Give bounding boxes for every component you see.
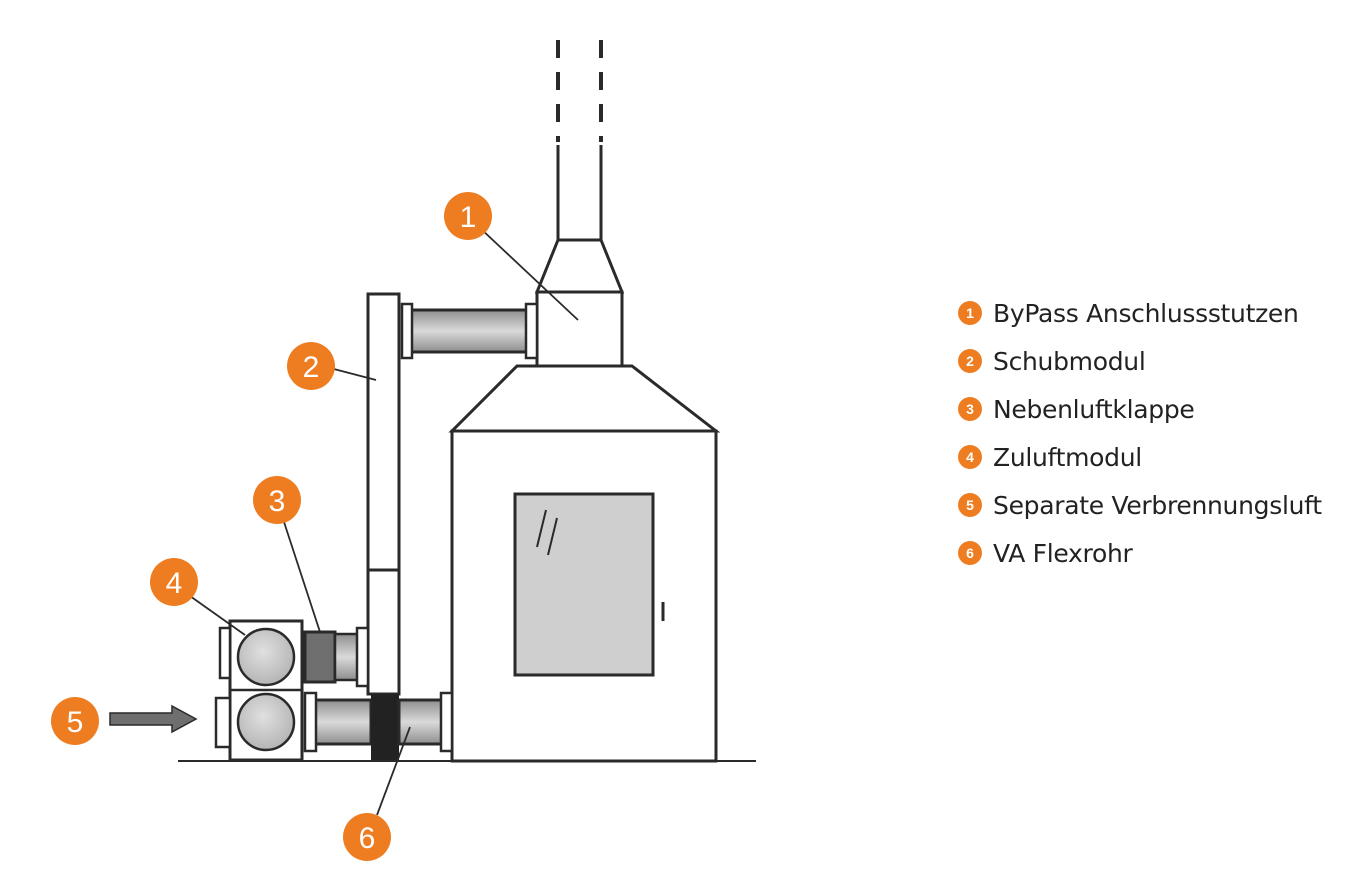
legend-marker-1: 1 [958, 301, 982, 325]
chimney-pipe [556, 145, 603, 240]
legend: 1 ByPass Anschlussstutzen 2 Schubmodul 3… [958, 289, 1322, 577]
bypass-pipe-collar-left [400, 302, 414, 360]
legend-item-5: 5 Separate Verbrennungsluft [958, 481, 1322, 529]
callout-number-2: 2 [303, 351, 320, 384]
legend-item-3: 3 Nebenluftklappe [958, 385, 1322, 433]
air-inflow-arrow [109, 704, 198, 734]
bypass-pipe-collar-right [524, 302, 539, 360]
window-glare [536, 509, 558, 556]
stove-hood [448, 364, 721, 433]
legend-item-2: 2 Schubmodul [958, 337, 1322, 385]
lower-pipe-collar-right [439, 691, 454, 753]
legend-label-5: Separate Verbrennungsluft [993, 490, 1322, 520]
flex-pipe-band-2 [385, 694, 399, 760]
legend-label-4: Zuluftmodul [993, 442, 1142, 472]
leader-line-3 [283, 521, 321, 633]
legend-item-6: 6 VA Flexrohr [958, 529, 1322, 577]
callout-number-1: 1 [460, 201, 477, 234]
bypass-pipe [407, 308, 531, 354]
legend-label-2: Schubmodul [993, 346, 1146, 376]
callout-3: 3 [253, 476, 301, 524]
lower-pipe-collar-left [303, 691, 318, 753]
legend-label-6: VA Flexrohr [993, 538, 1133, 568]
module-side-flap-lower [214, 696, 232, 749]
flap-pipe [333, 632, 361, 682]
stove-window [513, 492, 655, 677]
callout-5: 5 [51, 697, 99, 745]
callout-circle-1 [444, 192, 492, 240]
leader-line-6 [376, 726, 411, 816]
leader-lines [189, 227, 579, 816]
legend-item-4: 4 Zuluftmodul [958, 433, 1322, 481]
push-module-column [366, 292, 401, 696]
leader-line-4 [189, 595, 246, 636]
callout-circle-5 [51, 697, 99, 745]
module-side-flap-upper [218, 626, 232, 680]
flap-pipe-collar [355, 626, 370, 688]
fan-lower [236, 692, 296, 752]
legend-marker-4: 4 [958, 445, 982, 469]
callout-circle-3 [253, 476, 301, 524]
callout-1: 1 [444, 192, 492, 240]
legend-marker-2: 2 [958, 349, 982, 373]
callout-6: 6 [343, 813, 391, 861]
callout-number-6: 6 [359, 822, 376, 855]
secondary-air-flap [303, 630, 337, 684]
legend-marker-5: 5 [958, 493, 982, 517]
leader-line-1 [479, 227, 579, 321]
bypass-connection-box [535, 290, 624, 368]
flex-pipe-band-1 [371, 694, 385, 760]
callout-number-4: 4 [166, 567, 183, 600]
chimney-dashes [556, 40, 603, 142]
legend-item-1: 1 ByPass Anschlussstutzen [958, 289, 1322, 337]
legend-marker-6: 6 [958, 541, 982, 565]
fan-upper [236, 627, 296, 687]
callout-2: 2 [287, 342, 335, 390]
callout-circle-6 [343, 813, 391, 861]
callout-4: 4 [150, 558, 198, 606]
legend-marker-3: 3 [958, 397, 982, 421]
chimney-adapter [534, 238, 625, 294]
callout-circle-4 [150, 558, 198, 606]
callout-circle-2 [287, 342, 335, 390]
callout-number-5: 5 [67, 706, 84, 739]
legend-label-1: ByPass Anschlussstutzen [993, 298, 1299, 328]
legend-label-3: Nebenluftklappe [993, 394, 1195, 424]
callout-number-3: 3 [269, 485, 286, 518]
lower-pipe-left [311, 698, 373, 746]
leader-line-2 [329, 367, 377, 381]
